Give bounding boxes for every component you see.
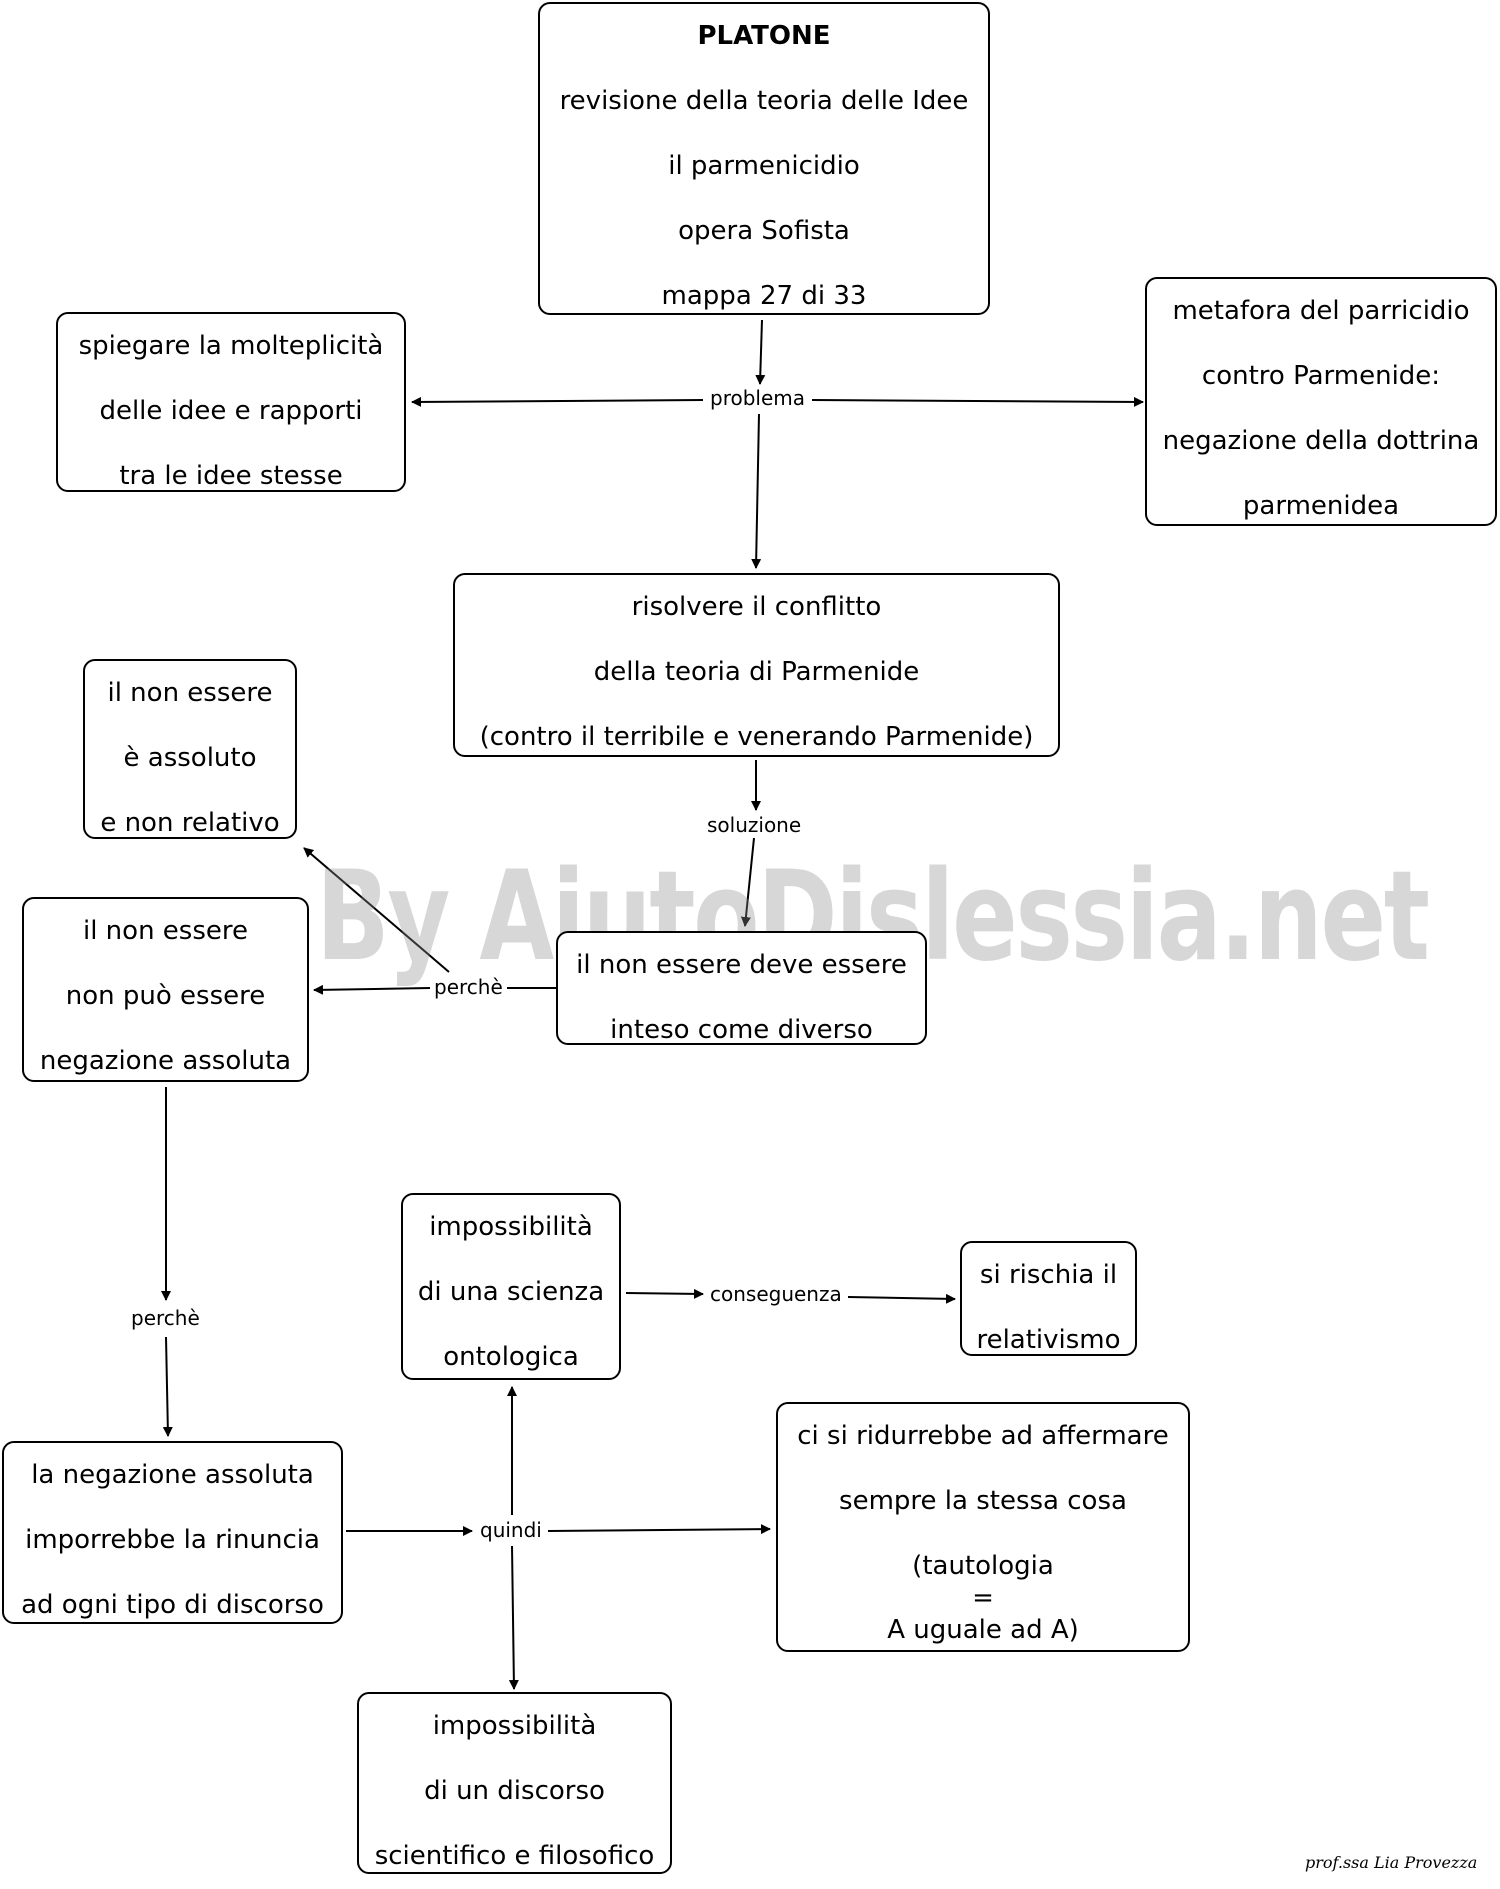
node-conflitto-line: della teoria di Parmenide [593,657,920,687]
label-perche-2: perchè [127,1306,204,1330]
node-rinuncia-line: imporrebbe la rinuncia [25,1525,320,1555]
node-scienza: impossibilità di una scienza ontologica [401,1193,621,1380]
node-assoluto-line: il non essere [107,678,273,708]
label-conseguenza: conseguenza [706,1282,846,1306]
node-platone-line: il parmenicidio [668,151,860,181]
node-metafora-line: negazione della dottrina [1162,426,1480,456]
node-diverso-line: il non essere deve essere [576,950,907,980]
node-negazione-line: non può essere [65,981,266,1011]
node-molteplicita: spiegare la molteplicità delle idee e ra… [56,312,406,492]
node-metafora-line: contro Parmenide: [1201,361,1441,391]
node-scienza-line: ontologica [443,1342,579,1372]
node-metafora: metafora del parricidio contro Parmenide… [1145,277,1497,526]
node-rinuncia-line: ad ogni tipo di discorso [21,1590,324,1620]
label-quindi: quindi [476,1518,546,1542]
node-discorso: impossibilità di un discorso scientifico… [357,1692,672,1874]
node-rinuncia: la negazione assoluta imporrebbe la rinu… [2,1441,343,1624]
connector-problema-conflitto [751,413,762,569]
connector-conseguenza-relativismo [847,1293,956,1304]
connector-scienza-conseguenza [625,1288,704,1299]
connector-perche-rinuncia [162,1336,173,1437]
label-perche-1: perchè [430,975,507,999]
connector-perche-negazione [313,984,431,995]
node-discorso-line: scientifico e filosofico [374,1841,655,1871]
node-conflitto: risolvere il conflitto della teoria di P… [453,573,1060,757]
connector-quindi-discorso [508,1545,519,1690]
node-relativismo-line: relativismo [976,1325,1121,1355]
node-metafora-line: metafora del parricidio [1172,296,1470,326]
connector-problema-metafora [811,396,1144,407]
node-molteplicita-line: tra le idee stesse [119,461,343,491]
node-tautologia-line: A uguale ad A) [887,1615,1079,1645]
node-scienza-line: impossibilità [429,1212,593,1242]
node-conflitto-line: risolvere il conflitto [631,592,882,622]
node-negazione: il non essere non può essere negazione a… [22,897,309,1082]
node-scienza-line: di una scienza [417,1277,605,1307]
node-platone-line: opera Sofista [678,216,850,246]
label-soluzione: soluzione [703,813,806,837]
node-negazione-line: il non essere [82,916,249,946]
node-conflitto-line: (contro il terribile e venerando Parmeni… [479,722,1034,752]
node-diverso-line: inteso come diverso [610,1015,873,1045]
node-tautologia: ci si ridurrebbe ad affermare sempre la … [776,1402,1190,1652]
node-assoluto-line: e non relativo [100,808,280,838]
node-discorso-line: di un discorso [424,1776,605,1806]
node-platone-line: revisione della teoria delle Idee [559,86,969,116]
connector-problema-molteplicita [411,396,704,407]
label-problema: problema [706,386,810,410]
node-platone-title: PLATONE [697,21,831,51]
author-signature: prof.ssa Lia Provezza [1305,1853,1478,1872]
node-platone: PLATONE revisione della teoria delle Ide… [538,2,990,315]
node-diverso: il non essere deve essere inteso come di… [556,931,927,1045]
node-relativismo-line: si rischia il [979,1260,1118,1290]
connector-platone-problema [755,319,766,385]
node-discorso-line: impossibilità [432,1711,597,1741]
node-negazione-line: negazione assoluta [39,1046,292,1076]
node-platone-line: mappa 27 di 33 [661,281,867,311]
node-tautologia-line: = [972,1583,994,1613]
node-relativismo: si rischia il relativismo [960,1241,1137,1356]
node-assoluto-line: è assoluto [123,743,257,773]
node-molteplicita-line: spiegare la molteplicità [78,331,384,361]
node-tautologia-line: ci si ridurrebbe ad affermare [797,1421,1169,1451]
node-rinuncia-line: la negazione assoluta [31,1460,314,1490]
node-molteplicita-line: delle idee e rapporti [99,396,363,426]
node-assoluto: il non essere è assoluto e non relativo [83,659,297,839]
node-tautologia-line: (tautologia [912,1551,1054,1581]
connector-perche-assoluto [303,847,450,973]
node-metafora-line: parmenidea [1242,491,1400,521]
connector-quindi-tautologia [547,1524,771,1535]
node-tautologia-line: sempre la stessa cosa [839,1486,1127,1516]
connector-soluzione-diverso [740,837,755,927]
